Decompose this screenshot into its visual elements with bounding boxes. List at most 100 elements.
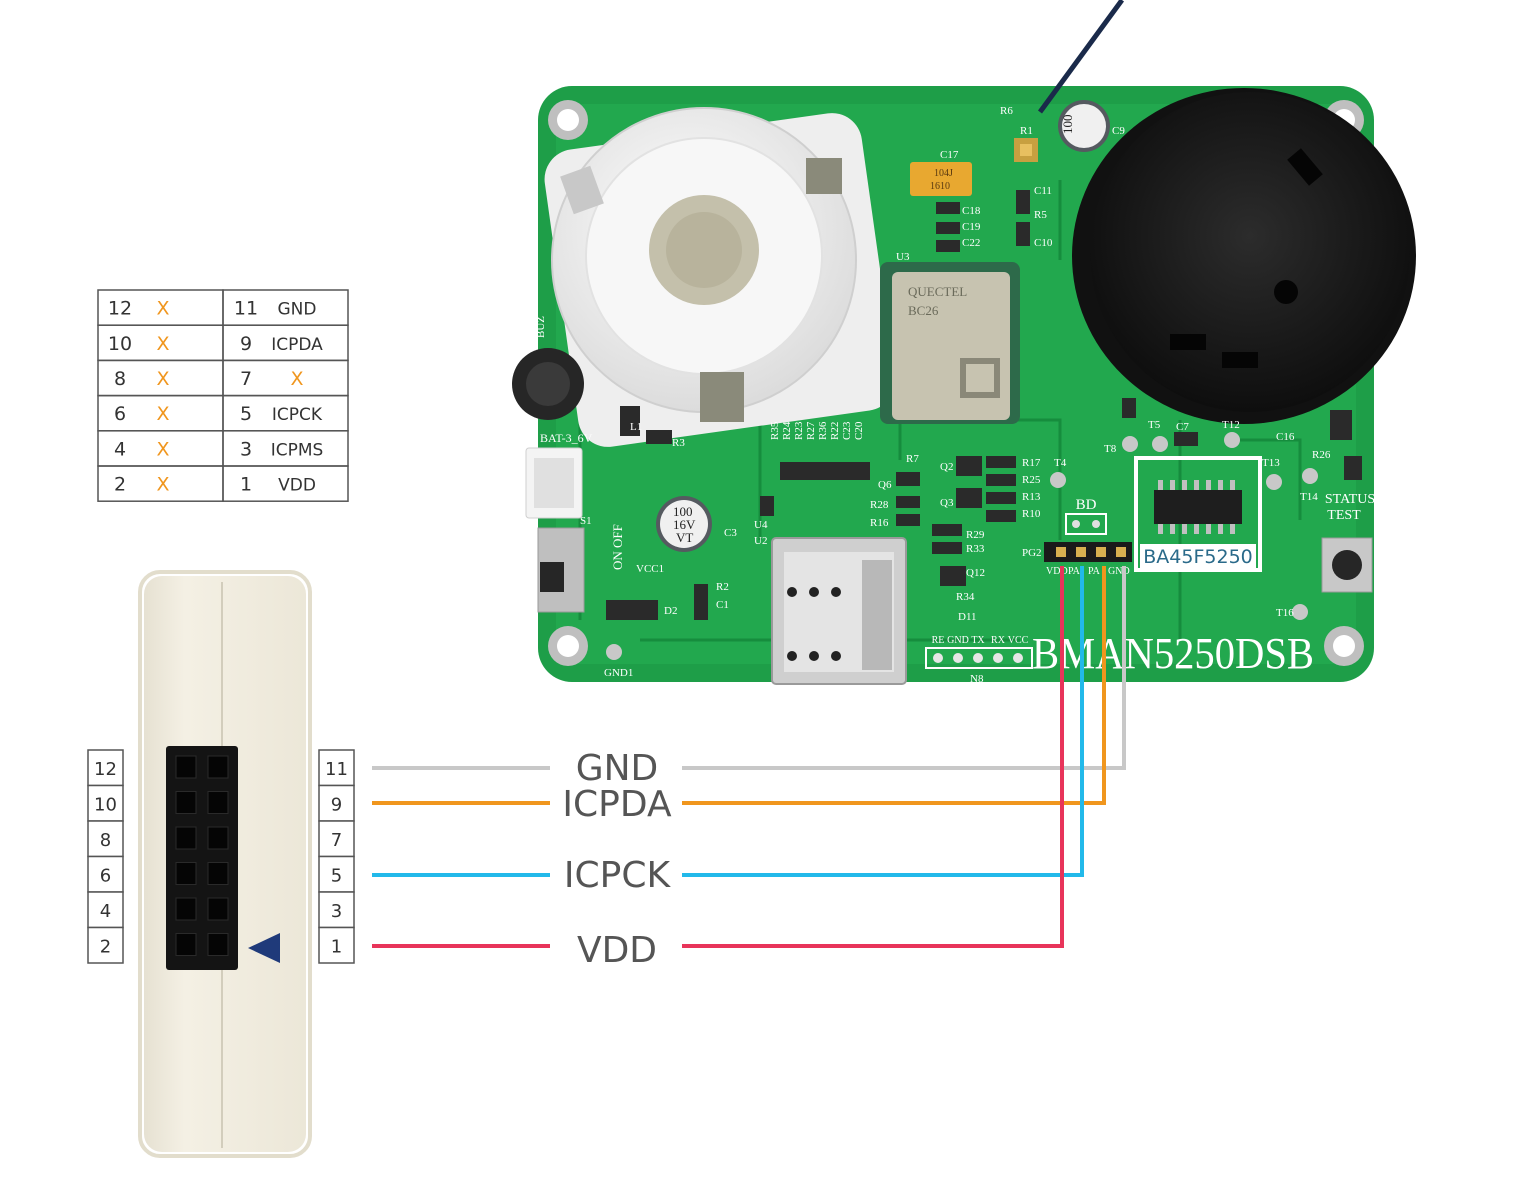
refdes-label: T4 [1054,457,1067,469]
pin-number: 2 [114,474,126,496]
refdes-label: T16 [1276,607,1294,619]
pin-number: 7 [240,368,252,390]
header-pin-pa-2: PA [1088,566,1101,577]
refdes-label: C11 [1034,185,1052,197]
refdes-label: U2 [754,535,767,547]
programmer-pin-number: 11 [325,759,348,780]
programmer-pin-box [318,926,355,964]
header-ref: PG2 [1022,547,1042,559]
pin-number: 11 [234,298,258,320]
test-label: TEST [1327,508,1361,523]
refdes-label: Q12 [966,567,985,579]
test-button: STATUS TEST [1321,492,1375,593]
refdes-label: C19 [962,221,981,233]
refdes-label: C16 [1276,431,1295,443]
wire-gnd [372,566,1126,770]
signal-name: VDD [278,476,316,496]
programmer-pin-box [87,855,124,893]
header-label: BD [1076,497,1097,513]
pin-number: 8 [114,368,126,390]
module-brand: QUECTEL [908,284,967,299]
programmer-pin-box [87,926,124,964]
refdes-label: D2 [664,605,677,617]
pinout-cell-right [222,465,349,502]
cap-top-value: 100 [1060,115,1075,135]
connector-hole [175,933,197,956]
refdes-label: C22 [962,237,980,249]
cap-bottom-line-3: VT [676,530,693,545]
nb-iot-module: QUECTEL BC26 [880,262,1020,424]
pin-number: 10 [108,333,132,355]
sim-card-holder [771,537,907,685]
connector-hole [175,791,197,814]
wire-labels: GND ICPDA ICPCK VDD [562,748,672,971]
connector-holes [175,755,229,956]
signal-name: X [156,368,169,390]
wire-label-icpck: ICPCK [564,855,672,896]
refdes-label: R3 [672,437,685,449]
refdes-label: R6 [1000,105,1013,117]
wire-label-icpda: ICPDA [562,784,672,825]
programmer-pin-box [87,784,124,822]
refdes-label: R34 [956,591,975,603]
programmer-pin-box [318,855,355,893]
cap-bottom-line-2: 16V [673,517,696,532]
refdes-label: C1 [716,599,729,611]
programmer-pin-number: 10 [94,795,117,816]
refdes-label: R36 [817,421,829,440]
connector-hole [207,791,229,814]
refdes-label: R25 [1022,474,1041,486]
refdes-label: C17 [940,149,959,161]
connector-hole [175,897,197,921]
refdes-label: R27 [805,421,817,440]
refdes-label: C20 [853,421,865,440]
electrolytic-capacitor-bottom: 100 16V VT [656,496,712,552]
refdes-label: S1 [580,515,592,527]
battery-connector: BAT-3_6V [525,431,593,519]
signal-name: X [156,474,169,496]
programmer-pin-box [318,749,355,787]
programmer-pin-number: 4 [100,901,111,922]
pin-number: 1 [240,474,252,496]
signal-name: X [290,368,303,390]
signal-name: X [156,333,169,355]
refdes-label: R13 [1022,491,1041,503]
connector-hole [175,755,197,779]
refdes-label: U3 [896,251,910,263]
buzzer [1072,88,1416,424]
pin-number: 5 [240,403,252,425]
refdes-label: T14 [1300,491,1318,503]
refdes-label: R2 [716,581,729,593]
module-model: BC26 [908,303,939,318]
pcb-board: 100 104J 1610 QUECTEL BC26 [512,0,1416,685]
refdes-label: T8 [1104,443,1117,455]
refdes-label: R16 [870,517,889,529]
refdes-label: L1 [630,421,642,433]
test-points [606,432,1318,660]
tantalum-capacitor: 104J 1610 [910,162,972,196]
uart-pin-label: RE [932,635,945,646]
connector-hole [175,826,197,850]
signal-name: ICPCK [272,405,323,425]
refdes-label: C9 [1112,125,1125,137]
refdes-label: T5 [1148,419,1161,431]
wire-icpck [372,566,1084,877]
refdes-label: R10 [1022,508,1041,520]
switch-label: ON OFF [610,524,625,570]
programmer-pin-number: 12 [94,759,117,780]
connector-hole [207,826,229,850]
refdes-label: Q3 [940,497,954,509]
pin-number: 4 [114,438,126,460]
refdes-label: R22 [829,422,841,440]
wire-icpda [372,566,1106,805]
refdes-label: C10 [1034,237,1053,249]
signal-name: ICPMS [271,440,324,460]
board-name: BMAN5250DSB [1032,629,1314,678]
signal-name: X [156,403,169,425]
wires [372,566,1126,948]
refdes-label: Q6 [878,479,892,491]
